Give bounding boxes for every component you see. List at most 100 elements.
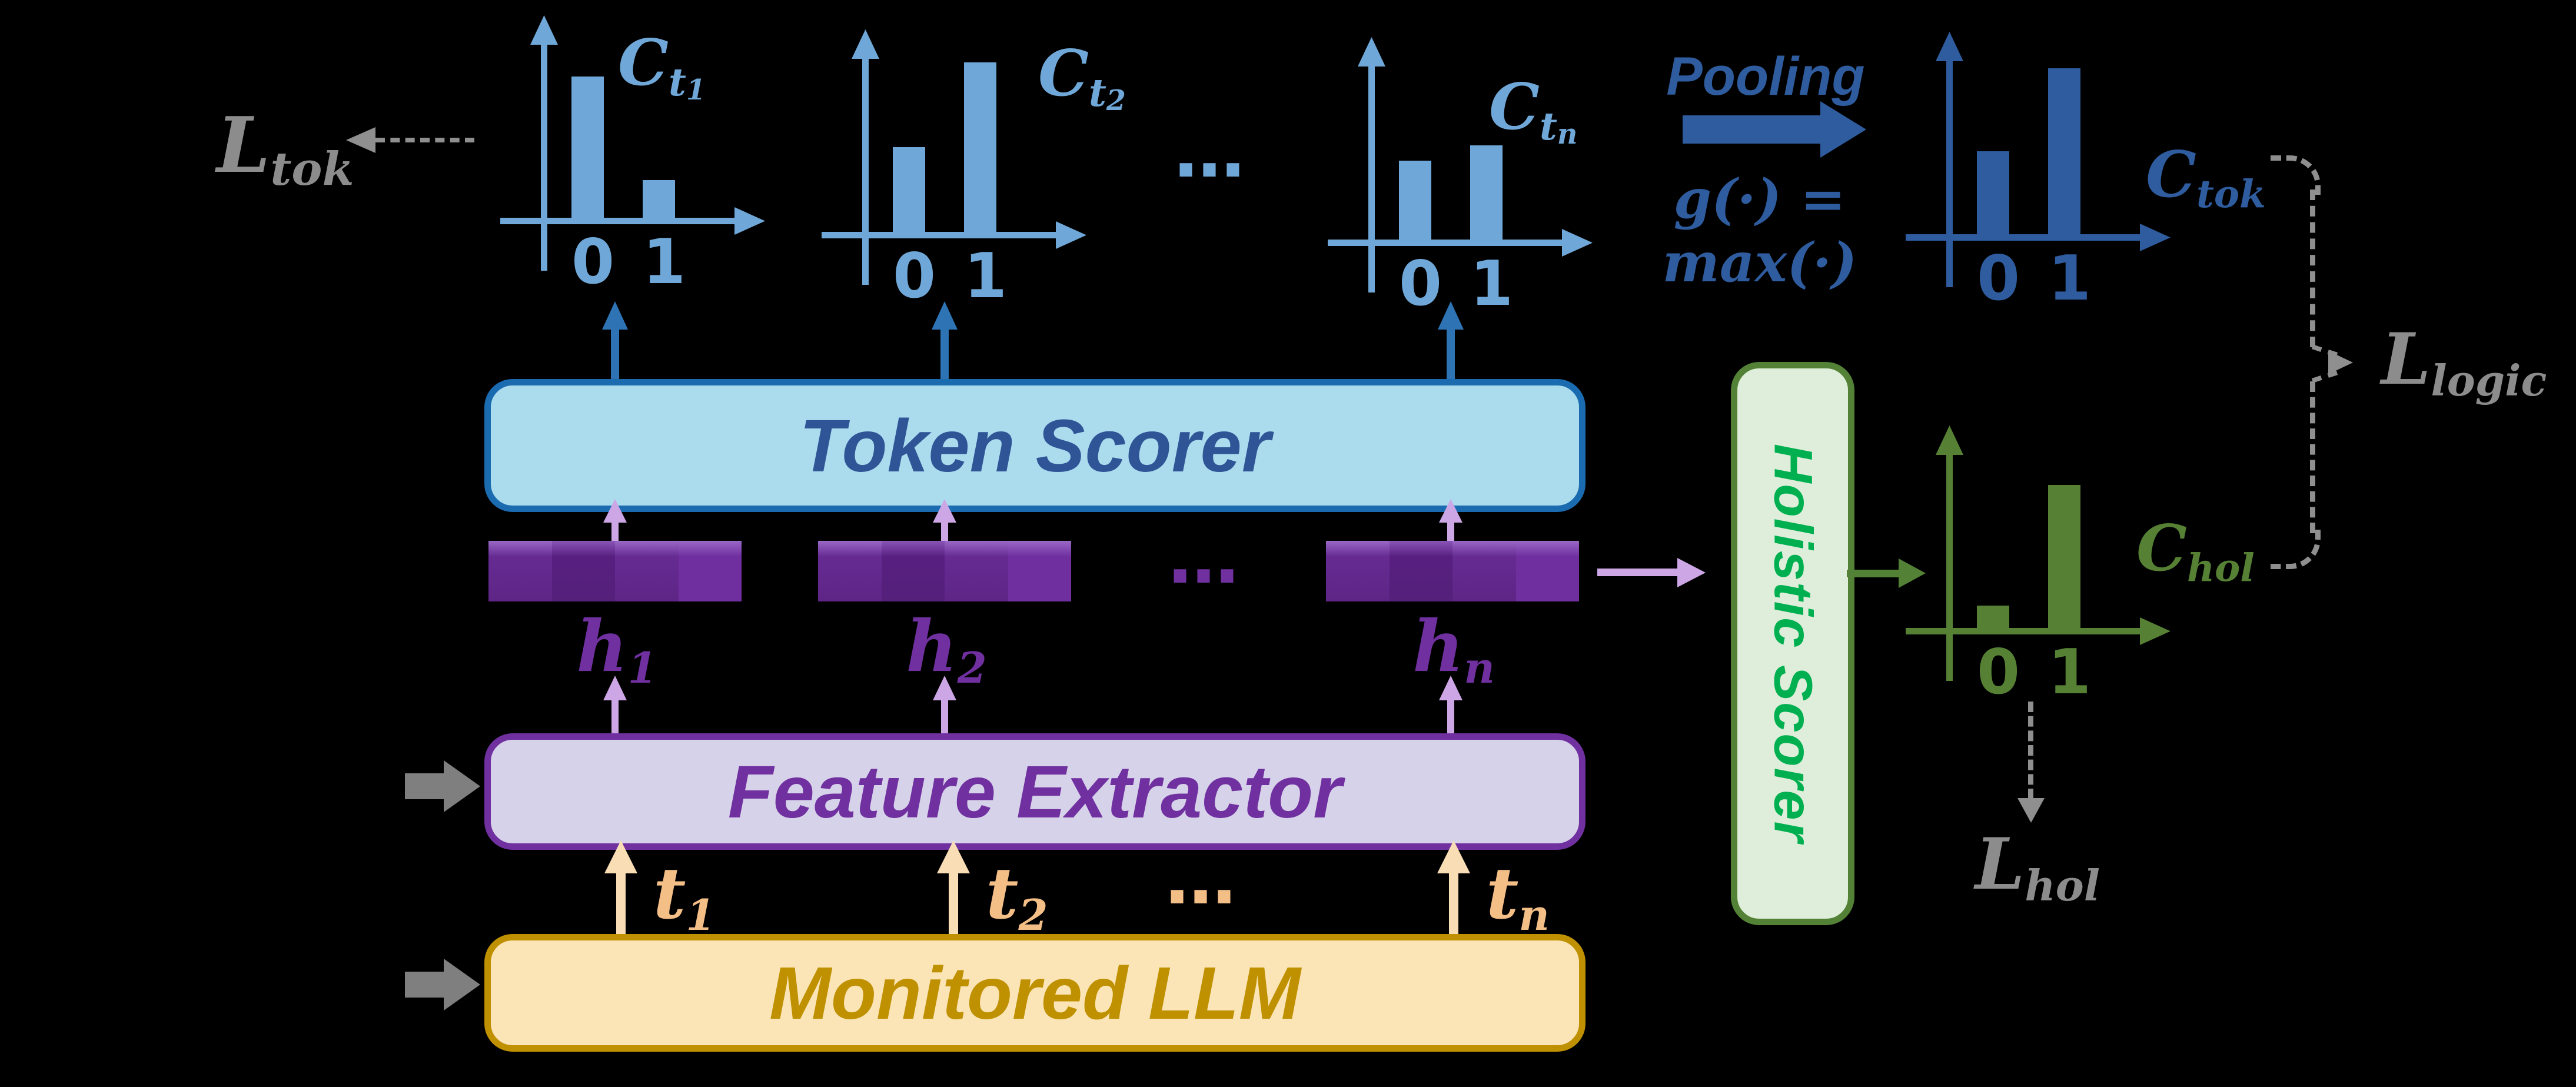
hidden-state-label-h2: h2 <box>906 605 987 693</box>
token-scorer-box: Token Scorer <box>484 379 1586 512</box>
pooling-formula: g(·) = max(·) <box>1662 167 1857 294</box>
vec1-to-scorer-arrow-shaft <box>611 521 619 541</box>
logic-brace-top-corner <box>2271 155 2321 195</box>
monitored-llm-label: Monitored LLM <box>769 951 1301 1035</box>
chart-ctok: 0 1 Ctok <box>1906 32 2266 332</box>
monitored-llm-box: Monitored LLM <box>484 934 1586 1052</box>
bar-class0 <box>1399 161 1431 240</box>
bar-class1 <box>2048 485 2080 628</box>
chart-title: Ct2 <box>1038 36 1126 117</box>
holistic-scorer-box: Holistic Scorer <box>1731 362 1854 925</box>
holistic-scorer-label: Holistic Scorer <box>1763 443 1823 844</box>
logic-brace-lower-line <box>2310 381 2315 533</box>
llm-to-fe-tn-arrow-shaft <box>1449 872 1458 934</box>
input-arrow-fe-shaft <box>405 773 445 799</box>
x-axis <box>500 218 736 224</box>
tokens-ellipsis: … <box>1165 839 1238 920</box>
bar-class1 <box>1470 145 1503 240</box>
feature-extractor-label: Feature Extractor <box>727 750 1342 833</box>
loss-tok-label: Ltok <box>217 100 354 196</box>
feature-extractor-box: Feature Extractor <box>484 733 1586 850</box>
chol-to-lhol-arrowhead-icon <box>2017 798 2045 823</box>
tick-1: 1 <box>964 240 1008 312</box>
x-axis-arrowhead-icon <box>2140 224 2171 251</box>
tick-0: 0 <box>893 240 936 312</box>
bar-class0 <box>1977 606 2009 628</box>
vecn-to-scorer-arrow-shaft <box>1447 521 1454 541</box>
bar-class1 <box>2048 68 2080 234</box>
token-label-t2: t2 <box>986 852 1048 940</box>
loss-hol-label: Lhol <box>1975 823 2100 911</box>
vec-to-holistic-arrow-shaft <box>1597 569 1678 576</box>
token-label-t1: t1 <box>653 852 716 940</box>
pooling-arrow-icon <box>1820 101 1866 158</box>
scorer-to-chart1-arrow-shaft <box>611 328 619 379</box>
y-axis-arrowhead-icon <box>1358 37 1385 67</box>
fe-to-hn-arrow-shaft <box>1447 699 1454 733</box>
tick-1: 1 <box>1470 248 1514 320</box>
input-arrow-fe-icon <box>444 760 480 812</box>
bar-class1 <box>643 180 675 218</box>
chart-title: Ctok <box>2146 138 2266 217</box>
hidden-state-label-h1: h1 <box>576 605 657 693</box>
feature-vector-h2 <box>818 541 1071 601</box>
tick-1: 1 <box>643 226 686 298</box>
scorer-to-chartn-arrow-shaft <box>1447 328 1455 379</box>
vectors-ellipsis: … <box>1168 518 1241 600</box>
ltok-dashed-line <box>375 138 474 142</box>
y-axis <box>541 41 547 271</box>
chart-ct2: 0 1 Ct2 <box>822 29 1126 330</box>
vec2-to-scorer-arrow-shaft <box>941 521 948 541</box>
x-axis <box>1906 234 2141 241</box>
loss-logic-label: Llogic <box>2381 318 2547 406</box>
x-axis <box>1328 240 1563 246</box>
token-scorer-label: Token Scorer <box>799 404 1271 487</box>
chart-title: Ct1 <box>618 26 706 107</box>
pooling-arrow-shaft <box>1683 115 1822 144</box>
tick-0: 0 <box>571 226 615 298</box>
chart-title: Ctn <box>1489 70 1578 151</box>
feature-vector-h1 <box>488 541 742 601</box>
chart-ctn: 0 1 Ctn <box>1328 37 1610 337</box>
x-axis <box>1906 628 2141 634</box>
holistic-to-chol-arrow-shaft <box>1847 570 1900 577</box>
llm-to-fe-t1-arrow-shaft <box>616 872 626 934</box>
bar-class0 <box>1977 151 2009 234</box>
bar-class0 <box>893 147 925 232</box>
vec-to-holistic-arrow-icon <box>1677 558 1706 587</box>
loss-tok-base: L <box>217 100 271 190</box>
y-axis <box>1946 58 1953 287</box>
input-arrow-llm-icon <box>444 959 480 1010</box>
chol-to-lhol-dashed-line <box>2028 702 2033 799</box>
tick-1: 1 <box>2048 242 2092 314</box>
logic-brace-upper-line <box>2310 190 2315 347</box>
logic-brace-kink-bottom <box>2311 370 2338 383</box>
tick-0: 0 <box>1977 242 2020 314</box>
charts-ellipsis: … <box>1174 112 1247 194</box>
tick-0: 0 <box>1977 636 2020 708</box>
x-axis-arrowhead-icon <box>734 207 765 235</box>
x-axis-arrowhead-icon <box>1056 221 1086 249</box>
chart-chol: 0 1 Chol <box>1906 426 2255 726</box>
fe-to-h1-arrow-shaft <box>611 699 619 733</box>
y-axis <box>1946 451 1953 681</box>
feature-vector-hn <box>1326 541 1579 601</box>
chart-ct1: 0 1 Ct1 <box>500 15 783 315</box>
fe-to-h2-arrow-shaft <box>941 699 948 733</box>
hidden-state-label-hn: hn <box>1412 605 1495 693</box>
input-arrow-llm-shaft <box>405 972 445 998</box>
y-axis <box>1368 63 1375 292</box>
tick-1: 1 <box>2048 636 2092 708</box>
llm-to-fe-t2-arrow-shaft <box>949 872 958 934</box>
y-axis-arrowhead-icon <box>1936 426 1963 455</box>
y-axis <box>862 55 869 285</box>
x-axis-arrowhead-icon <box>2140 617 2171 645</box>
loss-tok-sub: tok <box>270 142 354 196</box>
y-axis-arrowhead-icon <box>1936 32 1963 61</box>
logic-brace-arrow-icon <box>2328 351 2353 374</box>
bar-class0 <box>571 77 604 218</box>
pooling-label: Pooling <box>1666 46 1865 107</box>
chart-title: Chol <box>2136 511 2255 591</box>
y-axis-arrowhead-icon <box>530 15 558 45</box>
